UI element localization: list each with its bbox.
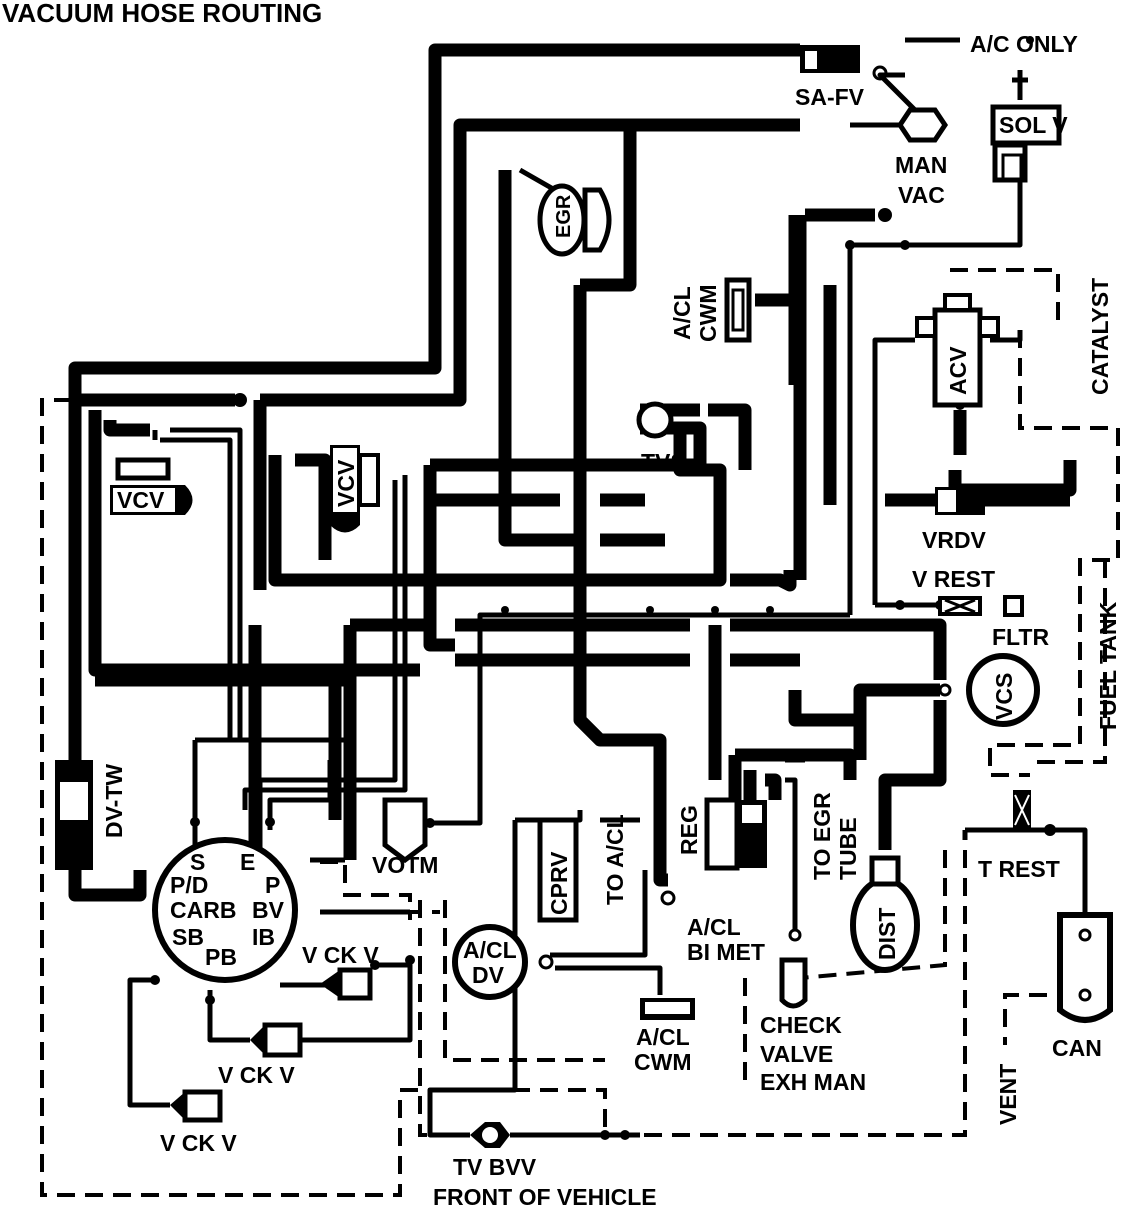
v-ck-v-valve-3	[170, 1089, 223, 1123]
label-acl-bimet-2: BI MET	[687, 939, 765, 965]
label-ac-only: A/C ONLY	[970, 31, 1078, 57]
sol-v-valve	[990, 104, 1062, 183]
port-ib: IB	[252, 924, 275, 950]
carb-port-labels: S E P P/D CARB BV SB IB PB	[170, 849, 285, 970]
acl-cwm-top	[724, 277, 752, 343]
tv-bvv-valve	[470, 1122, 510, 1148]
label-vcs: VCS	[991, 673, 1017, 720]
label-acl-dv-2: DV	[472, 962, 505, 988]
label-to-egr-tube-2: TUBE	[835, 817, 861, 880]
dv-tw-valve	[55, 760, 93, 870]
t-rest-valve	[1013, 790, 1031, 830]
label-acv: ACV	[945, 346, 971, 395]
port-bv: BV	[252, 897, 285, 923]
votm-motor	[382, 797, 428, 864]
label-votm: VOTM	[372, 852, 438, 878]
reg-valve	[704, 797, 767, 871]
acv-valve	[915, 293, 1000, 408]
label-fltr: FLTR	[992, 624, 1049, 650]
label-acl-bimet-1: A/CL	[687, 914, 741, 940]
label-sa-fv: SA-FV	[795, 84, 865, 110]
sa-fv-valve	[800, 45, 888, 81]
diagram-title: VACUUM HOSE ROUTING	[2, 0, 322, 28]
label-check-valve-3: EXH MAN	[760, 1069, 866, 1095]
port-pd: P/D	[170, 872, 208, 898]
label-to-egr-tube-1: TO EGR	[809, 792, 835, 880]
label-cprv: CPRV	[546, 851, 572, 915]
label-acl-cwm-bot-1: A/CL	[636, 1024, 690, 1050]
label-man-vac-2: VAC	[898, 182, 945, 208]
cprv-valve	[537, 817, 579, 923]
label-to-acl: TO A/CL	[602, 814, 628, 905]
label-man-vac-1: MAN	[895, 152, 947, 178]
label-tvs: TVS	[641, 449, 686, 475]
label-dv-tw: DV-TW	[101, 764, 127, 838]
label-check-valve-1: CHECK	[760, 1012, 842, 1038]
label-acl-cwm-top-2: CWM	[695, 285, 721, 342]
port-p: P	[265, 872, 280, 898]
label-can: CAN	[1052, 1035, 1102, 1061]
label-acl-cwm-bot-2: CWM	[634, 1049, 691, 1075]
distributor	[850, 855, 920, 973]
canister	[1057, 912, 1113, 1023]
label-dist: DIST	[874, 908, 900, 960]
vcv-mid-valve	[330, 445, 380, 533]
port-sb: SB	[172, 924, 204, 950]
label-acl-cwm-top-1: A/CL	[669, 286, 695, 340]
label-v-ck-v-3: V CK V	[160, 1130, 237, 1156]
label-acl-dv-1: A/CL	[463, 937, 517, 963]
vcs-switch	[938, 653, 1040, 727]
label-check-valve-2: VALVE	[760, 1041, 833, 1067]
egr-valve	[537, 183, 612, 257]
port-carb: CARB	[170, 897, 236, 923]
label-v-ck-v-1: V CK V	[302, 942, 379, 968]
label-egr: EGR	[553, 194, 575, 238]
vcv-left-valve	[110, 457, 193, 515]
label-vcv-mid: VCV	[333, 459, 359, 507]
acl-bimet-sensor	[660, 890, 676, 906]
thin-hoses	[127, 37, 1088, 1138]
label-reg: REG	[676, 805, 702, 855]
label-vcv-left: VCV	[117, 487, 165, 513]
label-vent: VENT	[995, 1064, 1021, 1125]
label-fuel-tank: FUEL TANK	[1095, 601, 1121, 730]
label-vrdv: VRDV	[922, 527, 987, 553]
port-s: S	[190, 849, 205, 875]
acl-cwm-bottom	[640, 998, 695, 1020]
port-e: E	[240, 849, 255, 875]
v-rest-valve	[938, 595, 1024, 617]
label-t-rest: T REST	[978, 856, 1060, 882]
label-tv-bvv: TV BVV	[453, 1154, 537, 1180]
v-ck-v-valve-1	[320, 967, 373, 1001]
carburetor	[152, 837, 298, 983]
label-catalyst: CATALYST	[1087, 278, 1113, 395]
label-front-of-vehicle: FRONT OF VEHICLE	[433, 1184, 657, 1210]
check-valve	[779, 928, 808, 1009]
main-hoses	[68, 43, 1077, 902]
man-vac-port	[896, 107, 949, 143]
label-sol-v: SOL V	[999, 112, 1068, 138]
label-v-ck-v-2: V CK V	[218, 1062, 295, 1088]
port-pb: PB	[205, 944, 237, 970]
v-ck-v-valve-2	[250, 1022, 303, 1058]
dashed-lines	[40, 268, 1120, 1197]
label-v-rest: V REST	[912, 566, 995, 592]
vrdv-valve	[935, 487, 985, 515]
acl-dv-valve	[452, 924, 554, 1000]
tvs-switch	[636, 401, 674, 439]
